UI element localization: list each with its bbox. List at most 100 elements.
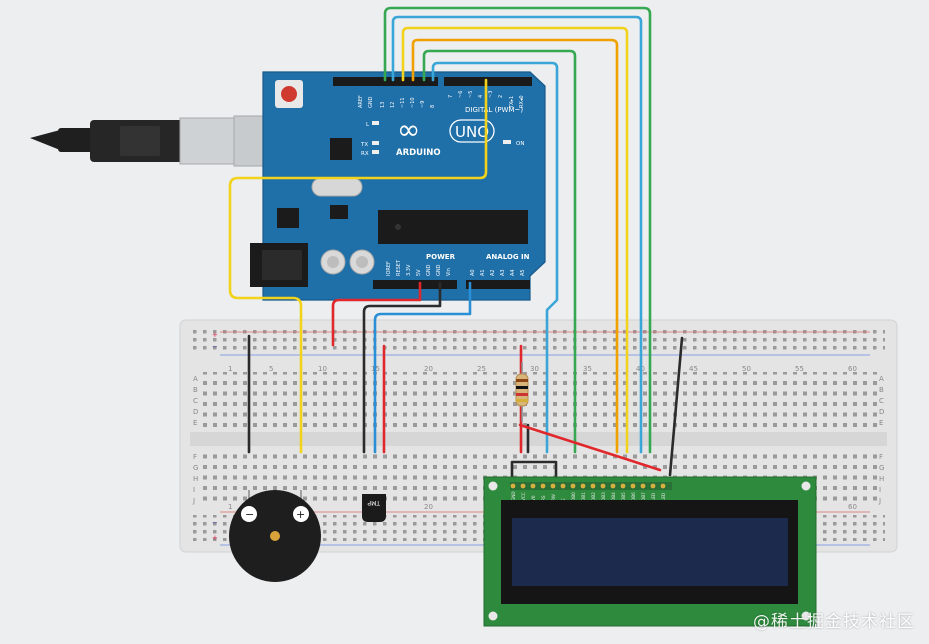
analog-pin-label: A5 xyxy=(520,269,526,276)
lcd-pin[interactable] xyxy=(540,483,546,489)
digital-header-right[interactable] xyxy=(444,77,532,86)
wire-black-lcd[interactable] xyxy=(668,336,684,477)
wire-red-diagonal[interactable] xyxy=(518,423,662,472)
chip-notch xyxy=(395,224,401,230)
row-letter: A xyxy=(193,375,198,383)
wire-green-inner[interactable] xyxy=(422,49,577,454)
wire-blue-a0[interactable] xyxy=(373,281,472,454)
atmega-chip xyxy=(378,210,528,244)
arduino-uno-board[interactable]: AREF GND 13 12 ~11 ~10 ~9 8 7 ~6 ~5 4 ~3… xyxy=(250,71,546,301)
analog-in-label: ANALOG IN xyxy=(486,253,530,261)
lcd-pin[interactable] xyxy=(550,483,556,489)
top-power-rail xyxy=(190,327,885,353)
pin-label: RX◂0 xyxy=(519,95,525,108)
row-letter-right: C xyxy=(879,397,884,405)
lcd-pin[interactable] xyxy=(530,483,536,489)
led-rx-label: RX xyxy=(361,151,369,157)
lcd-pin[interactable] xyxy=(590,483,596,489)
wire-red-5v[interactable] xyxy=(331,281,422,347)
lcd-pin[interactable] xyxy=(570,483,576,489)
analog-pin-label: A3 xyxy=(500,269,506,276)
analog-pin-label: A0 xyxy=(470,269,476,276)
row-letter: I xyxy=(193,486,195,494)
arduino-logo-icon: ∞ xyxy=(397,113,420,146)
wires[interactable] xyxy=(228,6,684,480)
lcd-pin[interactable] xyxy=(600,483,606,489)
piezo-buzzer[interactable]: − + xyxy=(229,490,321,582)
usb-plug-grip xyxy=(120,126,160,156)
wire-yellow-main[interactable] xyxy=(228,78,488,454)
lcd-pin-label: DB0 xyxy=(571,492,576,501)
lcd-pin-label: GND xyxy=(511,491,516,501)
lcd-pin[interactable] xyxy=(660,483,666,489)
center-channel xyxy=(190,432,887,446)
pin-label: AREF xyxy=(358,95,364,108)
wire-green-outer[interactable] xyxy=(383,6,652,454)
lcd-pin-label: LED xyxy=(651,493,656,501)
power-pin-label: 5V xyxy=(416,269,422,276)
lcd-pin-label: E xyxy=(561,498,566,501)
mount-hole xyxy=(801,481,811,491)
resistor-band xyxy=(516,379,528,382)
led-rx xyxy=(372,150,379,154)
pin-label: 4 xyxy=(478,95,484,98)
resistor[interactable] xyxy=(515,362,529,422)
pin-label: GND xyxy=(368,96,374,108)
pin-label: 2 xyxy=(498,95,504,98)
resistor-band xyxy=(516,393,528,396)
lcd-pin-label: DB1 xyxy=(581,492,586,501)
lcd-pin-row[interactable]: GND VCC V0 RS RW E DB0 DB1 DB2 DB3 DB4 D… xyxy=(510,482,672,501)
uno-badge xyxy=(449,119,495,143)
power-pin-label: 3.3V xyxy=(406,264,412,276)
usb-connector-sleeve xyxy=(179,117,241,165)
analog-pin-label: A2 xyxy=(490,269,496,276)
col-number: 50 xyxy=(742,365,751,373)
lcd-pin[interactable] xyxy=(630,483,636,489)
reset-button-cap[interactable] xyxy=(281,86,297,102)
buzzer-minus-label: − xyxy=(245,508,254,521)
wire-lightblue-top[interactable] xyxy=(391,15,643,454)
lcd-pin[interactable] xyxy=(580,483,586,489)
power-pin-label: IOREF xyxy=(386,261,392,276)
row-letter: F xyxy=(193,453,197,461)
lcd-pin[interactable] xyxy=(560,483,566,489)
wire-orange[interactable] xyxy=(411,38,619,454)
usb-chip xyxy=(330,138,352,160)
lcd-pin-label: DB6 xyxy=(631,492,636,501)
lcd-pin[interactable] xyxy=(620,483,626,489)
digital-header-left[interactable] xyxy=(333,77,438,86)
lcd-pin-label: DB2 xyxy=(591,492,596,501)
lcd-pin-label: RW xyxy=(551,494,556,501)
wire-black-bridge[interactable] xyxy=(510,460,558,480)
lcd-pin[interactable] xyxy=(650,483,656,489)
power-header[interactable] xyxy=(373,280,457,289)
rail-minus-label-bottom: − xyxy=(212,519,218,527)
terminal-strip-top xyxy=(200,372,878,428)
row-letter: H xyxy=(193,475,198,483)
pin-label: ~11 xyxy=(400,97,406,108)
lcd-pin[interactable] xyxy=(520,483,526,489)
small-chip xyxy=(330,205,348,219)
wire-lightblue-inner[interactable] xyxy=(431,61,559,454)
analog-pin-label: A4 xyxy=(510,269,516,276)
lcd-pin-label: DB7 xyxy=(641,492,646,501)
lcd-pin-label: RS xyxy=(541,495,546,501)
wire-yellow-top[interactable] xyxy=(401,26,629,454)
lcd-pin[interactable] xyxy=(640,483,646,489)
lcd-screen xyxy=(512,518,788,586)
lcd-pin[interactable] xyxy=(510,483,516,489)
mount-hole xyxy=(488,611,498,621)
wire-black-gnd[interactable] xyxy=(362,281,442,454)
lcd-pin-label: DB4 xyxy=(611,492,616,501)
temperature-sensor[interactable]: TMP xyxy=(362,494,386,522)
pin-label: TX▸1 xyxy=(509,96,515,109)
col-number: 5 xyxy=(269,365,273,373)
row-letter-right: I xyxy=(879,486,881,494)
row-letter-right: F xyxy=(879,453,883,461)
pin-label: ~10 xyxy=(410,97,416,108)
lcd-pin-label: LED xyxy=(661,493,666,501)
lcd-16x2[interactable]: GND VCC V0 RS RW E DB0 DB1 DB2 DB3 DB4 D… xyxy=(483,476,817,627)
lcd-pin[interactable] xyxy=(610,483,616,489)
analog-header[interactable] xyxy=(466,280,530,289)
